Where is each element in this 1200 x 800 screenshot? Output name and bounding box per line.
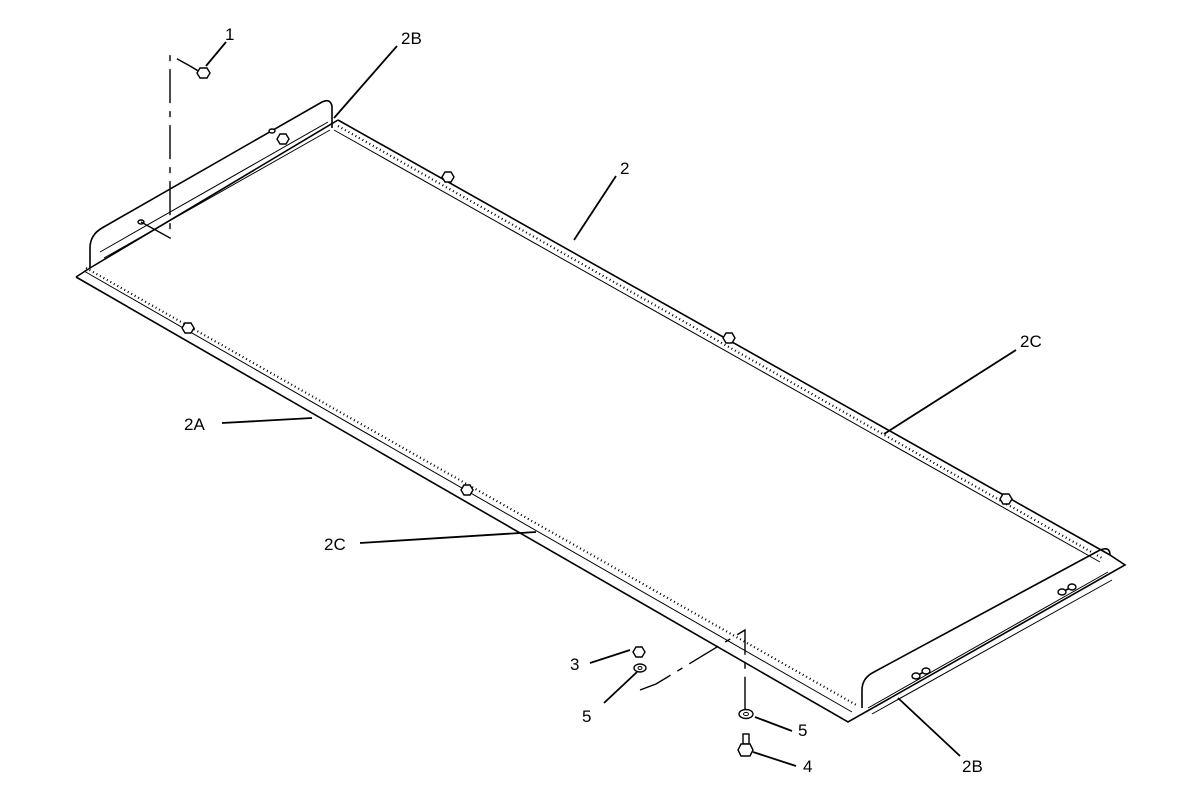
callout-2a: 2A: [184, 415, 205, 434]
callout-2b-top: 2B: [401, 29, 422, 48]
callout-4: 4: [803, 757, 812, 776]
back-rail: [333, 119, 1111, 563]
flange-pins: [911, 583, 1077, 680]
callout-5-right: 5: [798, 721, 807, 740]
callout-2c-left: 2C: [324, 535, 346, 554]
item-1-bolt: [140, 53, 211, 240]
callout-3: 3: [570, 655, 579, 674]
callout-2c-right: 2C: [1020, 332, 1042, 351]
callout-2: 2: [620, 159, 629, 178]
callout-labels: 1 2B 2 2C 2A 2C 3 5 5 4 2B: [184, 25, 1042, 776]
leader-lines: [205, 41, 1017, 767]
bottom-hardware: [632, 628, 754, 757]
base-plate: [75, 119, 1127, 723]
callout-5-left: 5: [582, 707, 591, 726]
callout-2b-bottom: 2B: [962, 757, 983, 776]
right-end-flange: [861, 548, 1113, 715]
rail-nuts: [181, 133, 1013, 505]
callout-1: 1: [225, 25, 234, 44]
left-end-flange: [89, 99, 333, 268]
